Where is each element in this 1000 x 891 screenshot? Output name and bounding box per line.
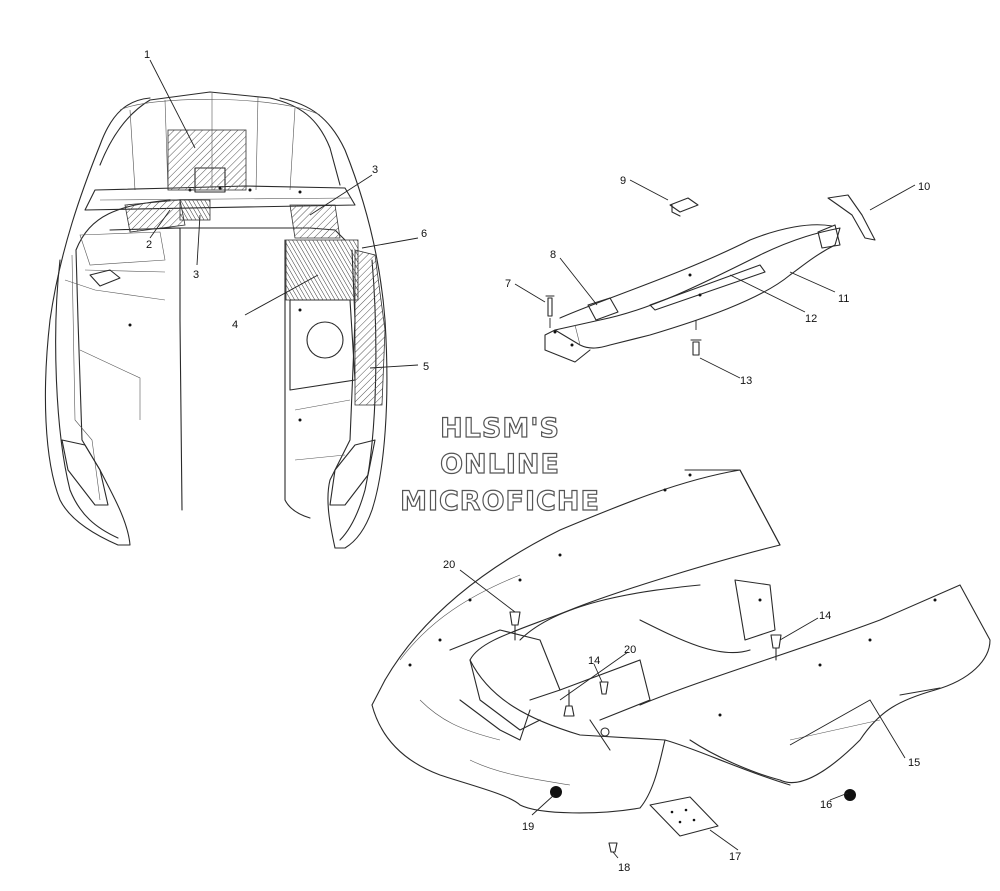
part-17-plate: [649, 796, 719, 837]
callout-8: 8: [550, 249, 556, 261]
part-7-screw: [545, 295, 555, 317]
callout-20-mid: 20: [624, 644, 636, 656]
seat-panel-assembly: [544, 224, 841, 363]
decal-right-inner: [289, 204, 341, 239]
callout-15: 15: [908, 757, 920, 769]
part-13-fastener: [690, 339, 702, 356]
callout-12: 12: [805, 313, 817, 325]
leader-lines: [149, 59, 916, 859]
decal-side-panel: [354, 249, 386, 406]
callout-7: 7: [505, 278, 511, 290]
callout-labels: 1 2 3 3 4 5 6 7 8 9 10 11 12 13 14 14 15…: [144, 49, 930, 874]
callout-10: 10: [918, 181, 930, 193]
callout-20-top: 20: [443, 559, 455, 571]
part-19-bumper: [550, 786, 562, 798]
decal-left-inner: [124, 199, 186, 233]
decal-right-panel: [285, 239, 359, 301]
callout-3-left: 3: [193, 269, 199, 281]
decal-seat-badge: [587, 297, 619, 321]
part-14-fastener-b: [599, 681, 609, 695]
tunnel-assembly: [371, 469, 991, 814]
part-14-fastener-c: [770, 634, 782, 661]
watermark-line-2: ONLINE: [440, 449, 560, 480]
callout-6: 6: [421, 228, 427, 240]
watermark-line-1: HLSM'S: [440, 413, 560, 444]
part-16-bumper: [844, 789, 856, 801]
part-20-fastener: [509, 611, 521, 641]
callout-16: 16: [820, 799, 832, 811]
callout-18: 18: [618, 862, 630, 874]
part-10-retainer: [827, 194, 876, 241]
part-14-fastener-a: [563, 689, 575, 717]
callout-1: 1: [144, 49, 150, 61]
decal-hood-top: [167, 129, 247, 191]
decal-seat-strip: [649, 264, 766, 311]
callout-17: 17: [729, 851, 741, 863]
callout-14-left: 14: [588, 655, 600, 667]
part-18-fastener: [608, 842, 618, 853]
callout-13: 13: [740, 375, 752, 387]
decal-center-strip: [179, 199, 211, 221]
callout-9: 9: [620, 175, 626, 187]
callout-11: 11: [838, 293, 849, 305]
callout-2: 2: [146, 239, 152, 251]
callout-3-right: 3: [372, 164, 378, 176]
callout-5: 5: [423, 361, 429, 373]
part-9-clip: [669, 197, 699, 217]
watermark: HLSM'S ONLINE MICROFICHE: [399, 412, 600, 517]
callout-19: 19: [522, 821, 534, 833]
callout-14-right: 14: [819, 610, 831, 622]
watermark-line-3: MICROFICHE: [400, 486, 600, 517]
callout-4: 4: [232, 319, 238, 331]
